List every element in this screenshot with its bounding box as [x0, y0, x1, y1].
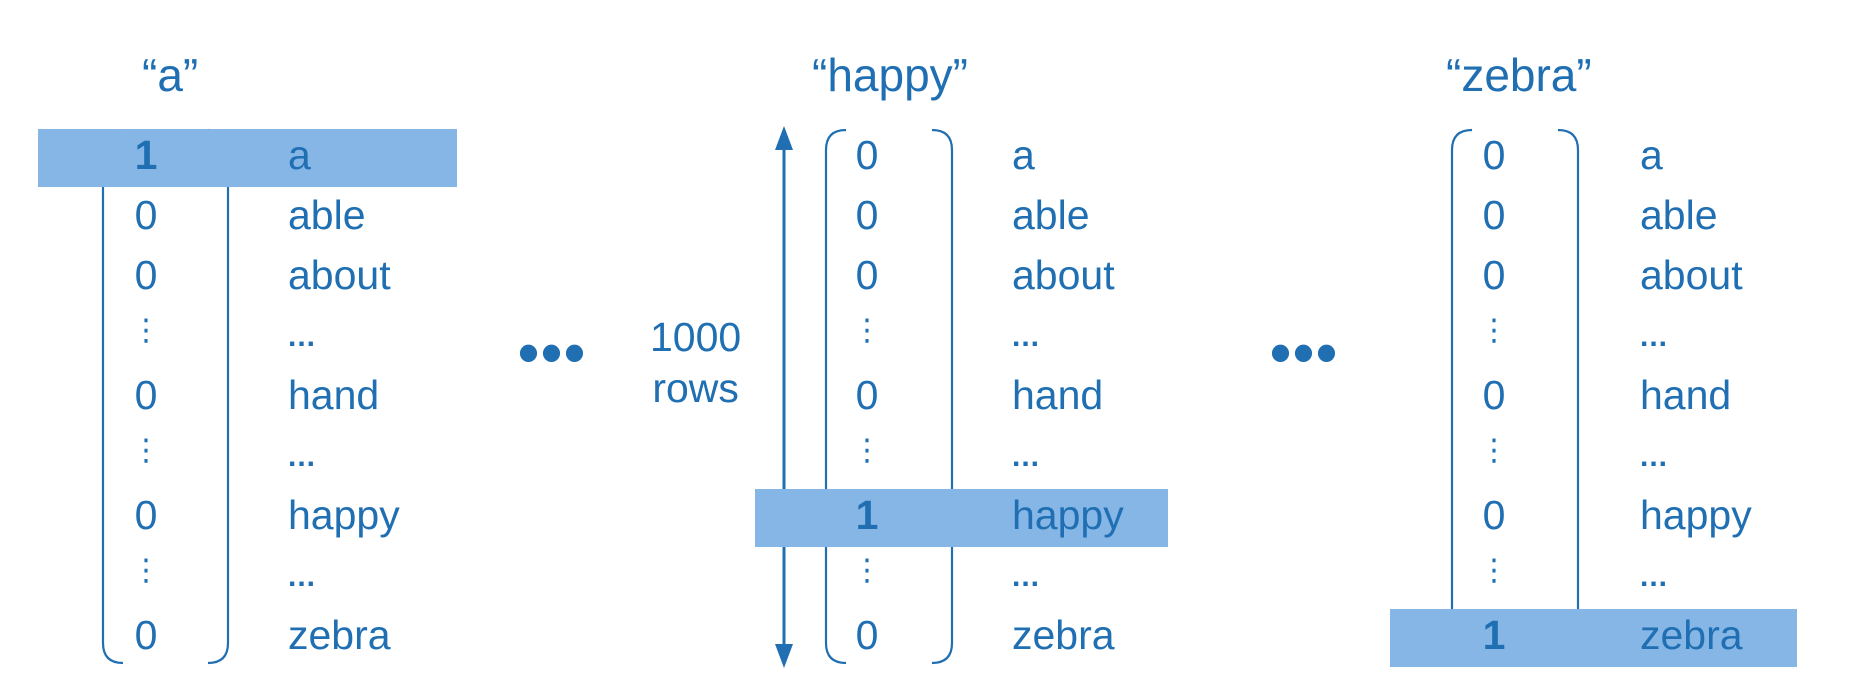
vector-value: 1 — [1482, 612, 1506, 658]
vertical-ellipsis: ⋮ — [1479, 434, 1509, 467]
vertical-ellipsis: ⋮ — [131, 554, 161, 587]
vector-value: 0 — [1482, 132, 1506, 178]
vocab-ellipsis: ... — [1640, 440, 1669, 473]
vocab-ellipsis: ... — [1012, 440, 1041, 473]
vector-value: 0 — [134, 492, 158, 538]
row-count-label: 1000 rows — [650, 312, 741, 415]
right-bracket — [1557, 128, 1580, 665]
vocab-word: able — [1012, 192, 1090, 238]
vector-value: 0 — [1482, 252, 1506, 298]
vector-value: 0 — [855, 372, 879, 418]
vocab-word: about — [288, 252, 391, 298]
vocab-word: about — [1640, 252, 1743, 298]
right-bracket — [207, 128, 230, 665]
vocab-word: zebra — [1012, 612, 1115, 658]
vocab-word: happy — [1012, 492, 1124, 538]
ellipsis-between-1: ••• — [518, 319, 588, 386]
vocab-word: able — [1640, 192, 1718, 238]
vertical-ellipsis: ⋮ — [852, 554, 882, 587]
vocab-word: hand — [288, 372, 380, 418]
vector-value: 0 — [1482, 192, 1506, 238]
vocab-ellipsis: ... — [288, 320, 317, 353]
vector-title: “a” — [142, 49, 199, 101]
vector-value: 0 — [855, 612, 879, 658]
vector-value: 1 — [134, 132, 158, 178]
vocab-word: a — [1012, 132, 1035, 178]
arrowhead-down — [775, 644, 793, 668]
left-bracket — [101, 128, 124, 665]
vector-value: 1 — [855, 492, 879, 538]
arrowhead-up — [775, 126, 793, 150]
vocab-ellipsis: ... — [1640, 560, 1669, 593]
vector-value: 0 — [1482, 372, 1506, 418]
vector-value: 0 — [855, 192, 879, 238]
vocab-word: zebra — [1640, 612, 1743, 658]
vector-value: 0 — [134, 192, 158, 238]
vertical-ellipsis: ⋮ — [131, 314, 161, 347]
vector-value: 0 — [134, 372, 158, 418]
vector-value: 0 — [855, 132, 879, 178]
row-count-number: 1000 — [650, 314, 742, 360]
highlight-row-happy — [755, 489, 1168, 547]
highlight-row-a — [38, 129, 457, 187]
vocab-word: zebra — [288, 612, 391, 658]
vocab-word: hand — [1012, 372, 1104, 418]
highlight-row-zebra — [1390, 609, 1797, 667]
vector-title: “zebra” — [1446, 49, 1592, 101]
vocab-word: about — [1012, 252, 1115, 298]
left-bracket — [824, 128, 847, 665]
vertical-ellipsis: ⋮ — [852, 434, 882, 467]
vocab-ellipsis: ... — [288, 440, 317, 473]
vocab-word: happy — [288, 492, 400, 538]
left-bracket — [1450, 128, 1473, 665]
ellipsis-between-2: ••• — [1270, 319, 1340, 386]
vocab-ellipsis: ... — [288, 560, 317, 593]
vocab-word: happy — [1640, 492, 1752, 538]
vertical-ellipsis: ⋮ — [131, 434, 161, 467]
vector-value: 0 — [134, 612, 158, 658]
vector-value: 0 — [855, 252, 879, 298]
vertical-ellipsis: ⋮ — [852, 314, 882, 347]
vector-value: 0 — [134, 252, 158, 298]
vocab-word: hand — [1640, 372, 1732, 418]
vocab-word: a — [288, 132, 311, 178]
vector-value: 0 — [1482, 492, 1506, 538]
vector-title: “happy” — [812, 49, 968, 101]
vertical-ellipsis: ⋮ — [1479, 314, 1509, 347]
vocab-ellipsis: ... — [1640, 320, 1669, 353]
right-bracket — [931, 128, 954, 665]
vocab-word: able — [288, 192, 366, 238]
vertical-ellipsis: ⋮ — [1479, 554, 1509, 587]
vocab-ellipsis: ... — [1012, 320, 1041, 353]
row-count-unit: rows — [652, 365, 739, 412]
vocab-word: a — [1640, 132, 1663, 178]
vocab-ellipsis: ... — [1012, 560, 1041, 593]
